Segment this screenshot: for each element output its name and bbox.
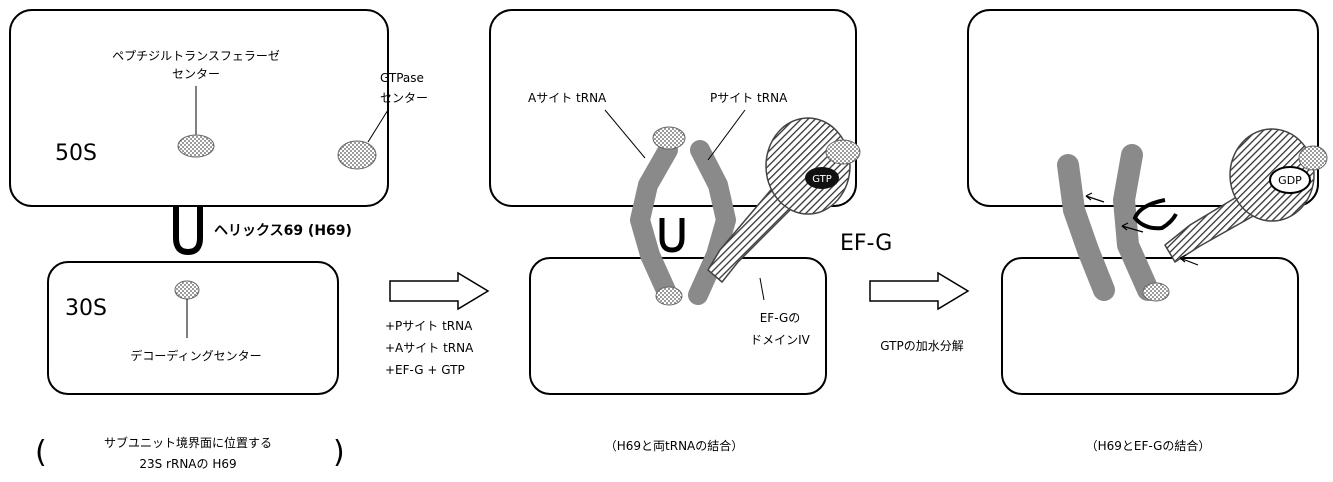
panel2-30s-box: [530, 258, 826, 394]
helix-69-loop: [176, 205, 200, 252]
a-site-label: Aサイト tRNA: [528, 91, 607, 105]
decoding-site: [175, 281, 199, 299]
transition-arrow-1: +Pサイト tRNA +Aサイト tRNA +EF-G + GTP: [385, 273, 488, 377]
caption3: （H69とEF-Gの結合）: [1086, 438, 1211, 453]
caption2: （H69と両tRNAの結合）: [605, 438, 744, 453]
panel2-gtpase-site: [826, 140, 860, 164]
domain-iv-label-line1: EF-Gの: [760, 311, 801, 325]
caption-paren-open: (: [35, 435, 47, 470]
panel-trna-binding: Aサイト tRNA Pサイト tRNA GTP EF-G EF-Gの ドメインI…: [490, 10, 892, 453]
label-50s: 50S: [55, 141, 97, 166]
panel-initial-state: 50S 30S ペプチジルトランスフェラーゼ センター GTPase センター …: [10, 10, 428, 471]
panel-efg-binding: GDP （H69とEF-Gの結合）: [968, 10, 1327, 453]
gtpase-site: [338, 141, 376, 169]
arrow-1-shape: [390, 273, 488, 309]
caption1-line2: 23S rRNAの H69: [139, 457, 236, 471]
panel2-ptc-site: [653, 127, 685, 149]
transition-arrow-2: GTPの加水分解: [870, 273, 968, 353]
caption-paren-close: ): [333, 435, 345, 470]
arrow-1-line-2: +Aサイト tRNA: [385, 341, 474, 355]
gtpase-label-line1: GTPase: [380, 71, 424, 85]
gtp-label: GTP: [812, 174, 832, 185]
efg-body: [766, 118, 850, 214]
arrow-2-shape: [870, 273, 968, 309]
panel2-decoding-site: [656, 287, 682, 305]
panel2-helix-69: [662, 218, 682, 250]
arrow-2-label: GTPの加水分解: [880, 339, 963, 353]
panel3-gtpase-site: [1299, 146, 1327, 170]
efg-label: EF-G: [840, 231, 892, 256]
arrow-1-line-3: +EF-G + GTP: [385, 363, 465, 377]
helix-69-label: ヘリックス69 (H69): [214, 223, 352, 239]
ptc-site: [178, 135, 214, 157]
subunit-50s-box: [10, 10, 388, 206]
domain-iv-label-line2: ドメインIV: [750, 333, 811, 347]
caption1-line1: サブユニット境界面に位置する: [104, 435, 272, 450]
panel3-decoding-site: [1143, 283, 1169, 301]
label-30s: 30S: [65, 296, 107, 321]
arrow-1-line-1: +Pサイト tRNA: [385, 319, 473, 333]
ptc-label-line2: センター: [172, 67, 220, 81]
gtpase-label-line2: センター: [380, 91, 428, 105]
gdp-label: GDP: [1278, 174, 1302, 187]
decoding-label: デコーディングセンター: [130, 348, 261, 363]
ptc-label-line1: ペプチジルトランスフェラーゼ: [112, 49, 280, 63]
p-site-label: Pサイト tRNA: [710, 91, 788, 105]
